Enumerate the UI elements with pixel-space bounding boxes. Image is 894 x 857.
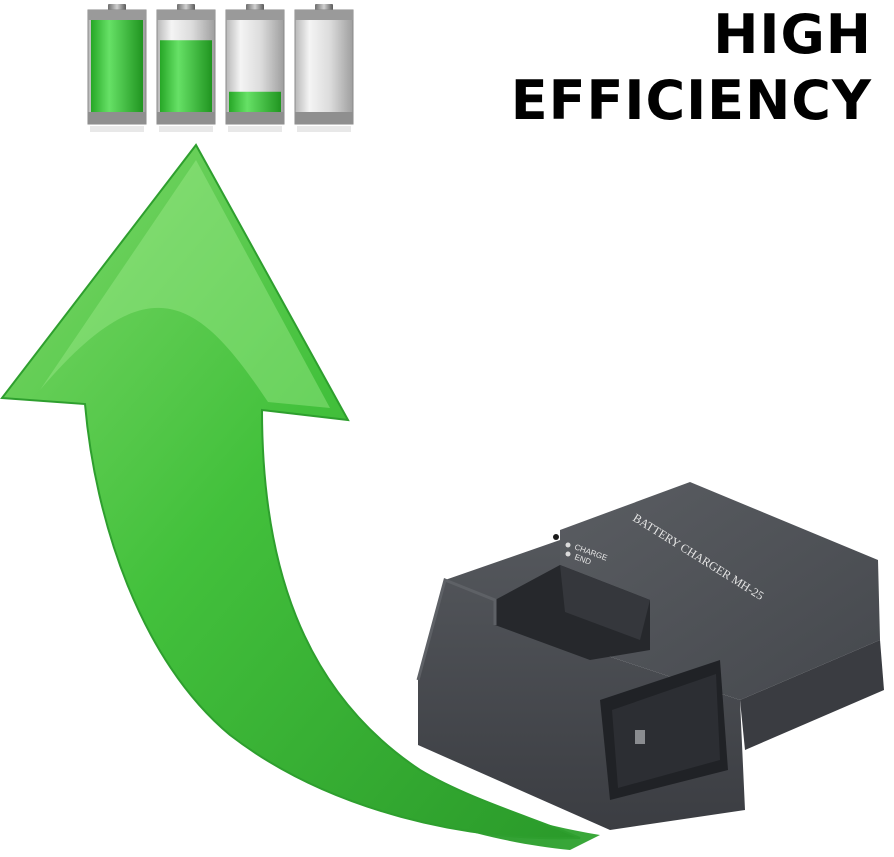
headline-line-2: EFFICIENCY xyxy=(510,69,872,132)
battery-empty-icon xyxy=(294,4,354,132)
battery-full-icon xyxy=(87,4,147,132)
headline-line-1: HIGH xyxy=(713,3,872,66)
headline: HIGH EFFICIENCY xyxy=(511,2,872,134)
battery-row xyxy=(87,4,354,132)
battery-charger: CHARGE END BATTERY CHARGER MH-25 xyxy=(416,482,884,830)
battery-high-icon xyxy=(156,4,216,132)
curved-arrow xyxy=(0,143,600,850)
battery-low-icon xyxy=(225,4,285,132)
